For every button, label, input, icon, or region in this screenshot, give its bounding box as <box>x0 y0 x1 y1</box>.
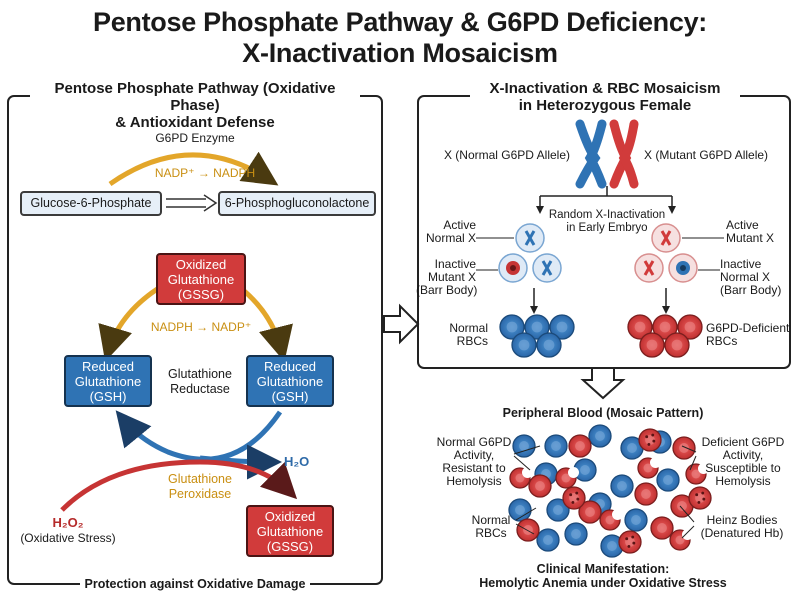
mutant-embryo-cells <box>634 223 698 283</box>
oxidative-stress-label: (Oxidative Stress) <box>20 531 116 545</box>
phosphogluconolactone-box: 6-Phosphogluconolactone <box>218 191 376 216</box>
inactive-normal-x-label: Inactive Normal X (Barr Body) <box>720 257 782 297</box>
smear-deficient-rbc <box>650 516 674 540</box>
smear-normal-rbc <box>610 474 634 498</box>
reduced-glutathione-left-box: Reduced Glutathione (GSH) <box>64 355 152 407</box>
mutant-allele-label: X (Mutant G6PD Allele) <box>644 148 769 162</box>
nadph-nadp-label: NADPH → NADP⁺ <box>150 320 252 334</box>
reduced-glutathione-right-box: Reduced Glutathione (GSH) <box>246 355 334 407</box>
smear-normal-rbc <box>508 498 532 522</box>
normal-activity-label: Normal G6PD Activity, Resistant to Hemol… <box>436 435 512 488</box>
smear-normal-rbc <box>512 434 536 458</box>
glucose-6-phosphate-box: Glucose-6-Phosphate <box>20 191 162 216</box>
normal-rbc-cluster-cell <box>549 314 575 340</box>
smear-damaged-rbc <box>599 509 623 531</box>
smear-heinz-rbc <box>638 428 662 452</box>
main-title-line2: X-Inactivation Mosaicism <box>242 38 558 68</box>
glutathione-reductase-label: Glutathione Reductase <box>168 367 232 396</box>
blood-link-arrow <box>580 367 626 400</box>
hydrogen-peroxide-label: H₂O₂ <box>52 515 84 530</box>
peripheral-blood-title: Peripheral Blood (Mosaic Pattern) <box>502 406 704 420</box>
smear-damaged-rbc <box>637 457 661 479</box>
smear-normal-rbc <box>600 534 624 558</box>
deficient-rbcs-label: G6PD-Deficient RBCs <box>706 321 790 348</box>
smear-deficient-rbc <box>672 436 696 460</box>
smear-normal-rbc <box>588 424 612 448</box>
smear-deficient-rbc <box>516 518 540 542</box>
active-mutant-x-label: Active Mutant X <box>726 218 775 245</box>
mutant-x-chromosome <box>609 119 639 189</box>
active-normal-x-label: Active Normal X <box>425 218 476 245</box>
leader-line <box>513 455 531 471</box>
substrate-to-product-arrow <box>203 194 218 212</box>
normal-rbc-cluster-cell <box>499 314 525 340</box>
smear-normal-rbc <box>656 468 680 492</box>
water-label: H₂O <box>284 454 310 469</box>
leader-line <box>681 525 695 539</box>
smear-normal-rbc <box>564 522 588 546</box>
left-panel-title-line2: & Antioxidant Defense <box>115 114 275 131</box>
deficient-rbc-cluster-cell <box>652 314 678 340</box>
right-panel-title-line2: in Heterozygous Female <box>518 97 692 114</box>
leader-line <box>513 445 541 455</box>
heinz-bodies-label: Heinz Bodies (Denatured Hb) <box>700 513 784 540</box>
smear-damaged-rbc <box>509 467 533 489</box>
smear-deficient-rbc <box>578 500 602 524</box>
random-x-inactivation-label: Random X-Inactivation in Early Embryo <box>548 209 666 234</box>
smear-deficient-rbc <box>528 474 552 498</box>
smear-heinz-rbc <box>562 486 586 510</box>
deficient-rbc-cluster-cell <box>627 314 653 340</box>
deficient-activity-label: Deficient G6PD Activity, Susceptible to … <box>701 435 785 488</box>
normal-embryo-cells <box>498 223 562 283</box>
normal-rbcs-label: Normal RBCs <box>449 321 488 348</box>
leader-line <box>515 523 535 535</box>
main-title-line1: Pentose Phosphate Pathway & G6PD Deficie… <box>93 7 707 37</box>
smear-deficient-rbc <box>634 482 658 506</box>
panel-link-arrow <box>383 303 420 345</box>
normal-x-chromosome <box>575 119 607 189</box>
right-panel-title-line1: X-Inactivation & RBC Mosaicism <box>489 80 721 97</box>
smear-normal-rbc <box>620 436 644 460</box>
normal-rbc-cluster-cell <box>536 332 562 358</box>
smear-normal-rbc <box>544 434 568 458</box>
smear-normal-rbc <box>546 498 570 522</box>
leader-line <box>681 445 697 453</box>
smear-heinz-rbc <box>688 486 712 510</box>
leader-line <box>515 507 537 521</box>
gsh-recycle-arc <box>115 410 283 462</box>
clinical-manifestation: Clinical Manifestation: Hemolytic Anemia… <box>479 562 727 590</box>
oxidized-glutathione-top-box: Oxidized Glutathione (GSSG) <box>156 253 246 305</box>
leader-line <box>679 505 695 523</box>
normal-allele-label: X (Normal G6PD Allele) <box>443 148 570 162</box>
smear-deficient-rbc <box>670 494 694 518</box>
leader-line <box>689 455 697 471</box>
normal-rbc-cluster-cell <box>524 314 550 340</box>
deficient-rbc-cluster-cell <box>639 332 665 358</box>
smear-damaged-rbc <box>685 463 709 485</box>
left-panel-title-line1: Pentose Phosphate Pathway (Oxidative Pha… <box>54 80 336 114</box>
left-panel-title: Pentose Phosphate Pathway (Oxidative Pha… <box>30 80 360 131</box>
right-panel-title: X-Inactivation & RBC Mosaicism in Hetero… <box>470 80 740 114</box>
nadp-nadph-label: NADP⁺ → NADPH <box>154 166 256 180</box>
smear-normal-rbc <box>624 508 648 532</box>
inactive-mutant-x-label: Inactive Mutant X (Barr Body) <box>416 257 478 297</box>
peroxide-arc <box>60 459 298 512</box>
g6pd-reaction-arc <box>108 151 279 187</box>
left-panel-footer: Protection against Oxidative Damage <box>80 577 310 591</box>
deficient-rbc-cluster-cell <box>677 314 703 340</box>
gssg-to-gsh-arrow <box>98 283 164 362</box>
glutathione-peroxidase-label: Glutathione Peroxidase <box>168 472 232 501</box>
smear-deficient-rbc <box>568 434 592 458</box>
smear-damaged-rbc <box>555 467 579 489</box>
blood-normal-rbcs-label: Normal RBCs <box>471 513 511 540</box>
oxidized-glutathione-bottom-box: Oxidized Glutathione (GSSG) <box>246 505 334 557</box>
smear-normal-rbc <box>536 528 560 552</box>
smear-heinz-rbc <box>618 530 642 554</box>
enzyme-label: G6PD Enzyme <box>155 131 235 145</box>
smear-damaged-rbc <box>669 529 693 551</box>
normal-rbc-cluster-cell <box>511 332 537 358</box>
deficient-rbc-cluster-cell <box>664 332 690 358</box>
